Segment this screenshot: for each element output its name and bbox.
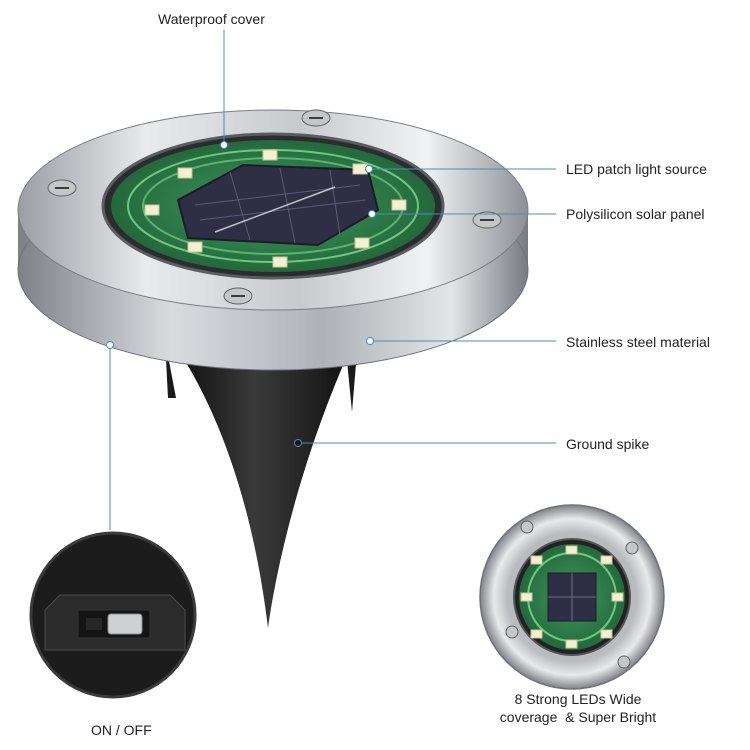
screw-bottom	[223, 287, 253, 305]
label-solar-panel: Polysilicon solar panel	[566, 206, 705, 222]
led-3	[391, 199, 407, 211]
led-7	[144, 204, 160, 216]
led-1	[262, 149, 278, 161]
top-view-inset	[479, 504, 665, 690]
screws	[47, 109, 502, 305]
screw-right	[472, 211, 502, 229]
led-5	[272, 256, 288, 268]
callout-lines	[109, 30, 556, 530]
led-8	[177, 167, 193, 179]
label-waterproof-cover: Waterproof cover	[158, 11, 265, 27]
caption-line-1: 8 Strong LEDs Wide	[514, 691, 642, 707]
led-6	[187, 241, 203, 253]
label-on-off-switch: ON / OFF	[91, 722, 152, 738]
solar-light-body	[17, 109, 529, 371]
caption-led-feature: 8 Strong LEDs Wide coverage & Super Brig…	[478, 690, 678, 726]
label-led-light-source: LED patch light source	[566, 161, 707, 177]
led-4	[354, 237, 370, 249]
inset-screws	[505, 520, 639, 669]
label-ground-spike: Ground spike	[566, 436, 650, 452]
callout-dots	[106, 141, 376, 447]
screw-left	[47, 179, 77, 197]
inset-leds	[520, 545, 624, 649]
caption-line-2: coverage & Super Bright	[499, 709, 657, 725]
ground-spike	[165, 340, 358, 628]
screw-top	[301, 109, 331, 127]
switch-inset	[29, 531, 197, 699]
switch-toggle	[107, 613, 143, 635]
led-2	[352, 163, 368, 175]
label-stainless-steel: Stainless steel material	[566, 334, 710, 350]
